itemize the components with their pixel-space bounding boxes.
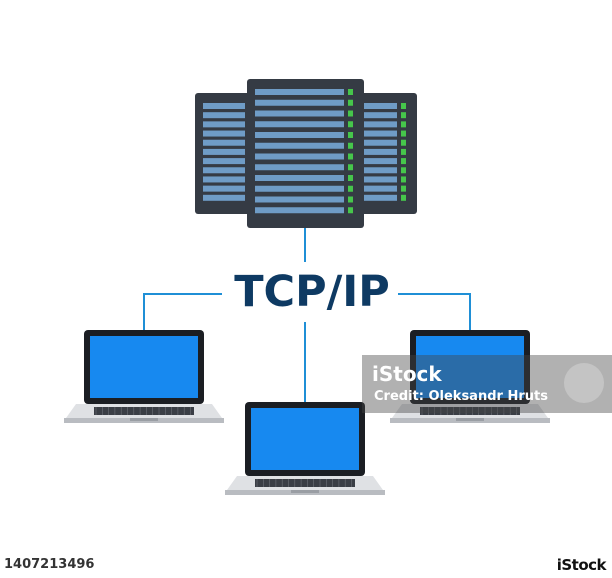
server-led <box>348 110 353 117</box>
server-led <box>401 130 406 137</box>
watermark-credit: Credit: Oleksandr Hruts <box>374 389 548 404</box>
server-led <box>401 121 406 128</box>
server-slot <box>355 158 397 165</box>
watermark-overlay: iStock Credit: Oleksandr Hruts <box>362 355 612 413</box>
server-slot <box>355 176 397 183</box>
server-slot <box>355 112 397 119</box>
laptop-right-trackpad <box>456 418 484 421</box>
server-slot <box>203 121 245 128</box>
server-slot <box>355 167 397 174</box>
laptop-right <box>390 330 550 423</box>
server-slot <box>203 148 245 155</box>
laptop-left-trackpad <box>130 418 158 421</box>
watermark-logo-icon <box>564 363 604 403</box>
server-led <box>401 194 406 201</box>
laptops <box>64 330 550 495</box>
server-led <box>348 153 353 160</box>
server-slot <box>203 112 245 119</box>
server-led <box>348 121 353 128</box>
server-slot <box>355 194 397 201</box>
istock-logo: iStock <box>556 556 607 574</box>
server-led <box>401 167 406 174</box>
connection-lines <box>143 228 471 402</box>
server-slot <box>203 130 245 137</box>
server-slot <box>355 185 397 192</box>
laptop-center-keyboard <box>255 479 355 487</box>
server-slot <box>203 167 245 174</box>
server-led <box>348 132 353 138</box>
server-slot <box>255 196 344 203</box>
server-led <box>401 139 406 146</box>
watermark-brand: iStock <box>372 362 442 386</box>
laptop-right-screen <box>416 336 524 398</box>
server-led <box>401 158 406 165</box>
server-slot <box>203 139 245 146</box>
server-led <box>401 103 406 109</box>
server-led <box>401 176 406 183</box>
server-slot <box>255 110 344 117</box>
server-led <box>348 196 353 203</box>
line-right-laptop <box>398 293 471 330</box>
diagram-title: TCP/IP <box>234 267 390 317</box>
server-slot <box>255 132 344 138</box>
laptop-center-screen <box>251 408 359 470</box>
server-slot <box>255 185 344 192</box>
server-slot <box>255 89 344 95</box>
server-slot <box>203 176 245 183</box>
image-id: 1407213496 <box>4 557 95 572</box>
server-slot <box>255 99 344 106</box>
server-slot <box>355 139 397 146</box>
laptop-center-trackpad <box>291 490 319 493</box>
server-slot <box>355 121 397 128</box>
server-slot <box>355 103 397 109</box>
server-led <box>348 142 353 149</box>
server-slot <box>203 194 245 201</box>
laptop-left-keyboard <box>94 407 194 415</box>
laptop-center <box>225 402 385 495</box>
server-led <box>348 207 353 214</box>
server-led <box>348 175 353 181</box>
server-slot <box>203 185 245 192</box>
server-led <box>348 89 353 95</box>
server-led <box>348 185 353 192</box>
laptop-left <box>64 330 224 423</box>
server-cabinet-right <box>347 93 417 214</box>
server-led <box>348 99 353 106</box>
server-slot <box>255 153 344 160</box>
server-slot <box>203 103 245 109</box>
server-slot <box>355 148 397 155</box>
server-led <box>401 185 406 192</box>
laptop-left-screen <box>90 336 198 398</box>
server-slot <box>255 207 344 214</box>
server-led <box>348 164 353 171</box>
laptop-right-keyboard <box>420 407 520 415</box>
server-led <box>401 112 406 119</box>
server-slot <box>355 130 397 137</box>
footer-bar: 1407213496 iStock <box>0 552 612 578</box>
line-left-laptop <box>143 293 222 330</box>
server-slot <box>255 175 344 181</box>
server-slot <box>203 158 245 165</box>
server-slot <box>255 164 344 171</box>
server-slot <box>255 142 344 149</box>
server-slot <box>255 121 344 128</box>
server-led <box>401 148 406 155</box>
server-rack-icon <box>195 79 417 228</box>
server-cabinet-center <box>247 79 364 228</box>
